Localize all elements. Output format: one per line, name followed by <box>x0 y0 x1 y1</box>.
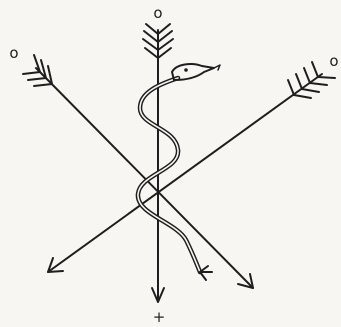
plus-symbol: + <box>153 308 166 326</box>
vertical-arrow <box>143 24 173 302</box>
serpent-tongue <box>214 65 220 70</box>
serpent-tail <box>200 266 212 280</box>
serpent-body-highlight <box>138 78 200 272</box>
serpent-eye <box>184 68 188 72</box>
top-circle-symbol: o <box>153 4 162 22</box>
serpent <box>138 64 220 280</box>
left-diagonal-arrow <box>23 55 253 288</box>
right-diagonal-arrow <box>48 62 335 272</box>
left-circle-symbol: o <box>9 44 18 62</box>
serpent-body <box>138 78 200 272</box>
left-diagonal-shaft <box>36 68 253 288</box>
right-circle-symbol: o <box>329 52 338 70</box>
